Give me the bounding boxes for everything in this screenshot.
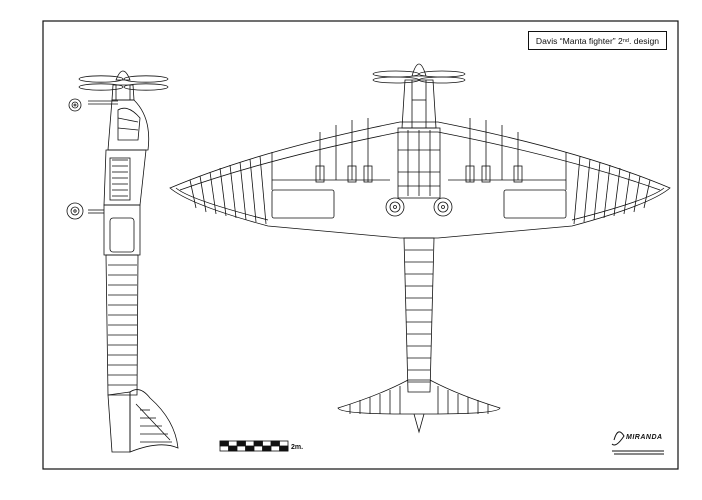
signature-text: MIRANDA xyxy=(626,434,663,441)
title-prefix: Davis “Manta fighter” 2 xyxy=(535,35,623,46)
signature-mark xyxy=(611,431,664,455)
tailplane-outline xyxy=(337,379,501,415)
wing-outline xyxy=(169,121,671,239)
title-superscript: nd xyxy=(622,37,629,44)
title-suffix: . design xyxy=(628,35,660,46)
top-view xyxy=(169,63,671,434)
scale-label: 2m. xyxy=(291,444,304,451)
side-view xyxy=(66,70,179,453)
scale-bar xyxy=(219,440,289,452)
drawing-frame xyxy=(42,20,679,470)
